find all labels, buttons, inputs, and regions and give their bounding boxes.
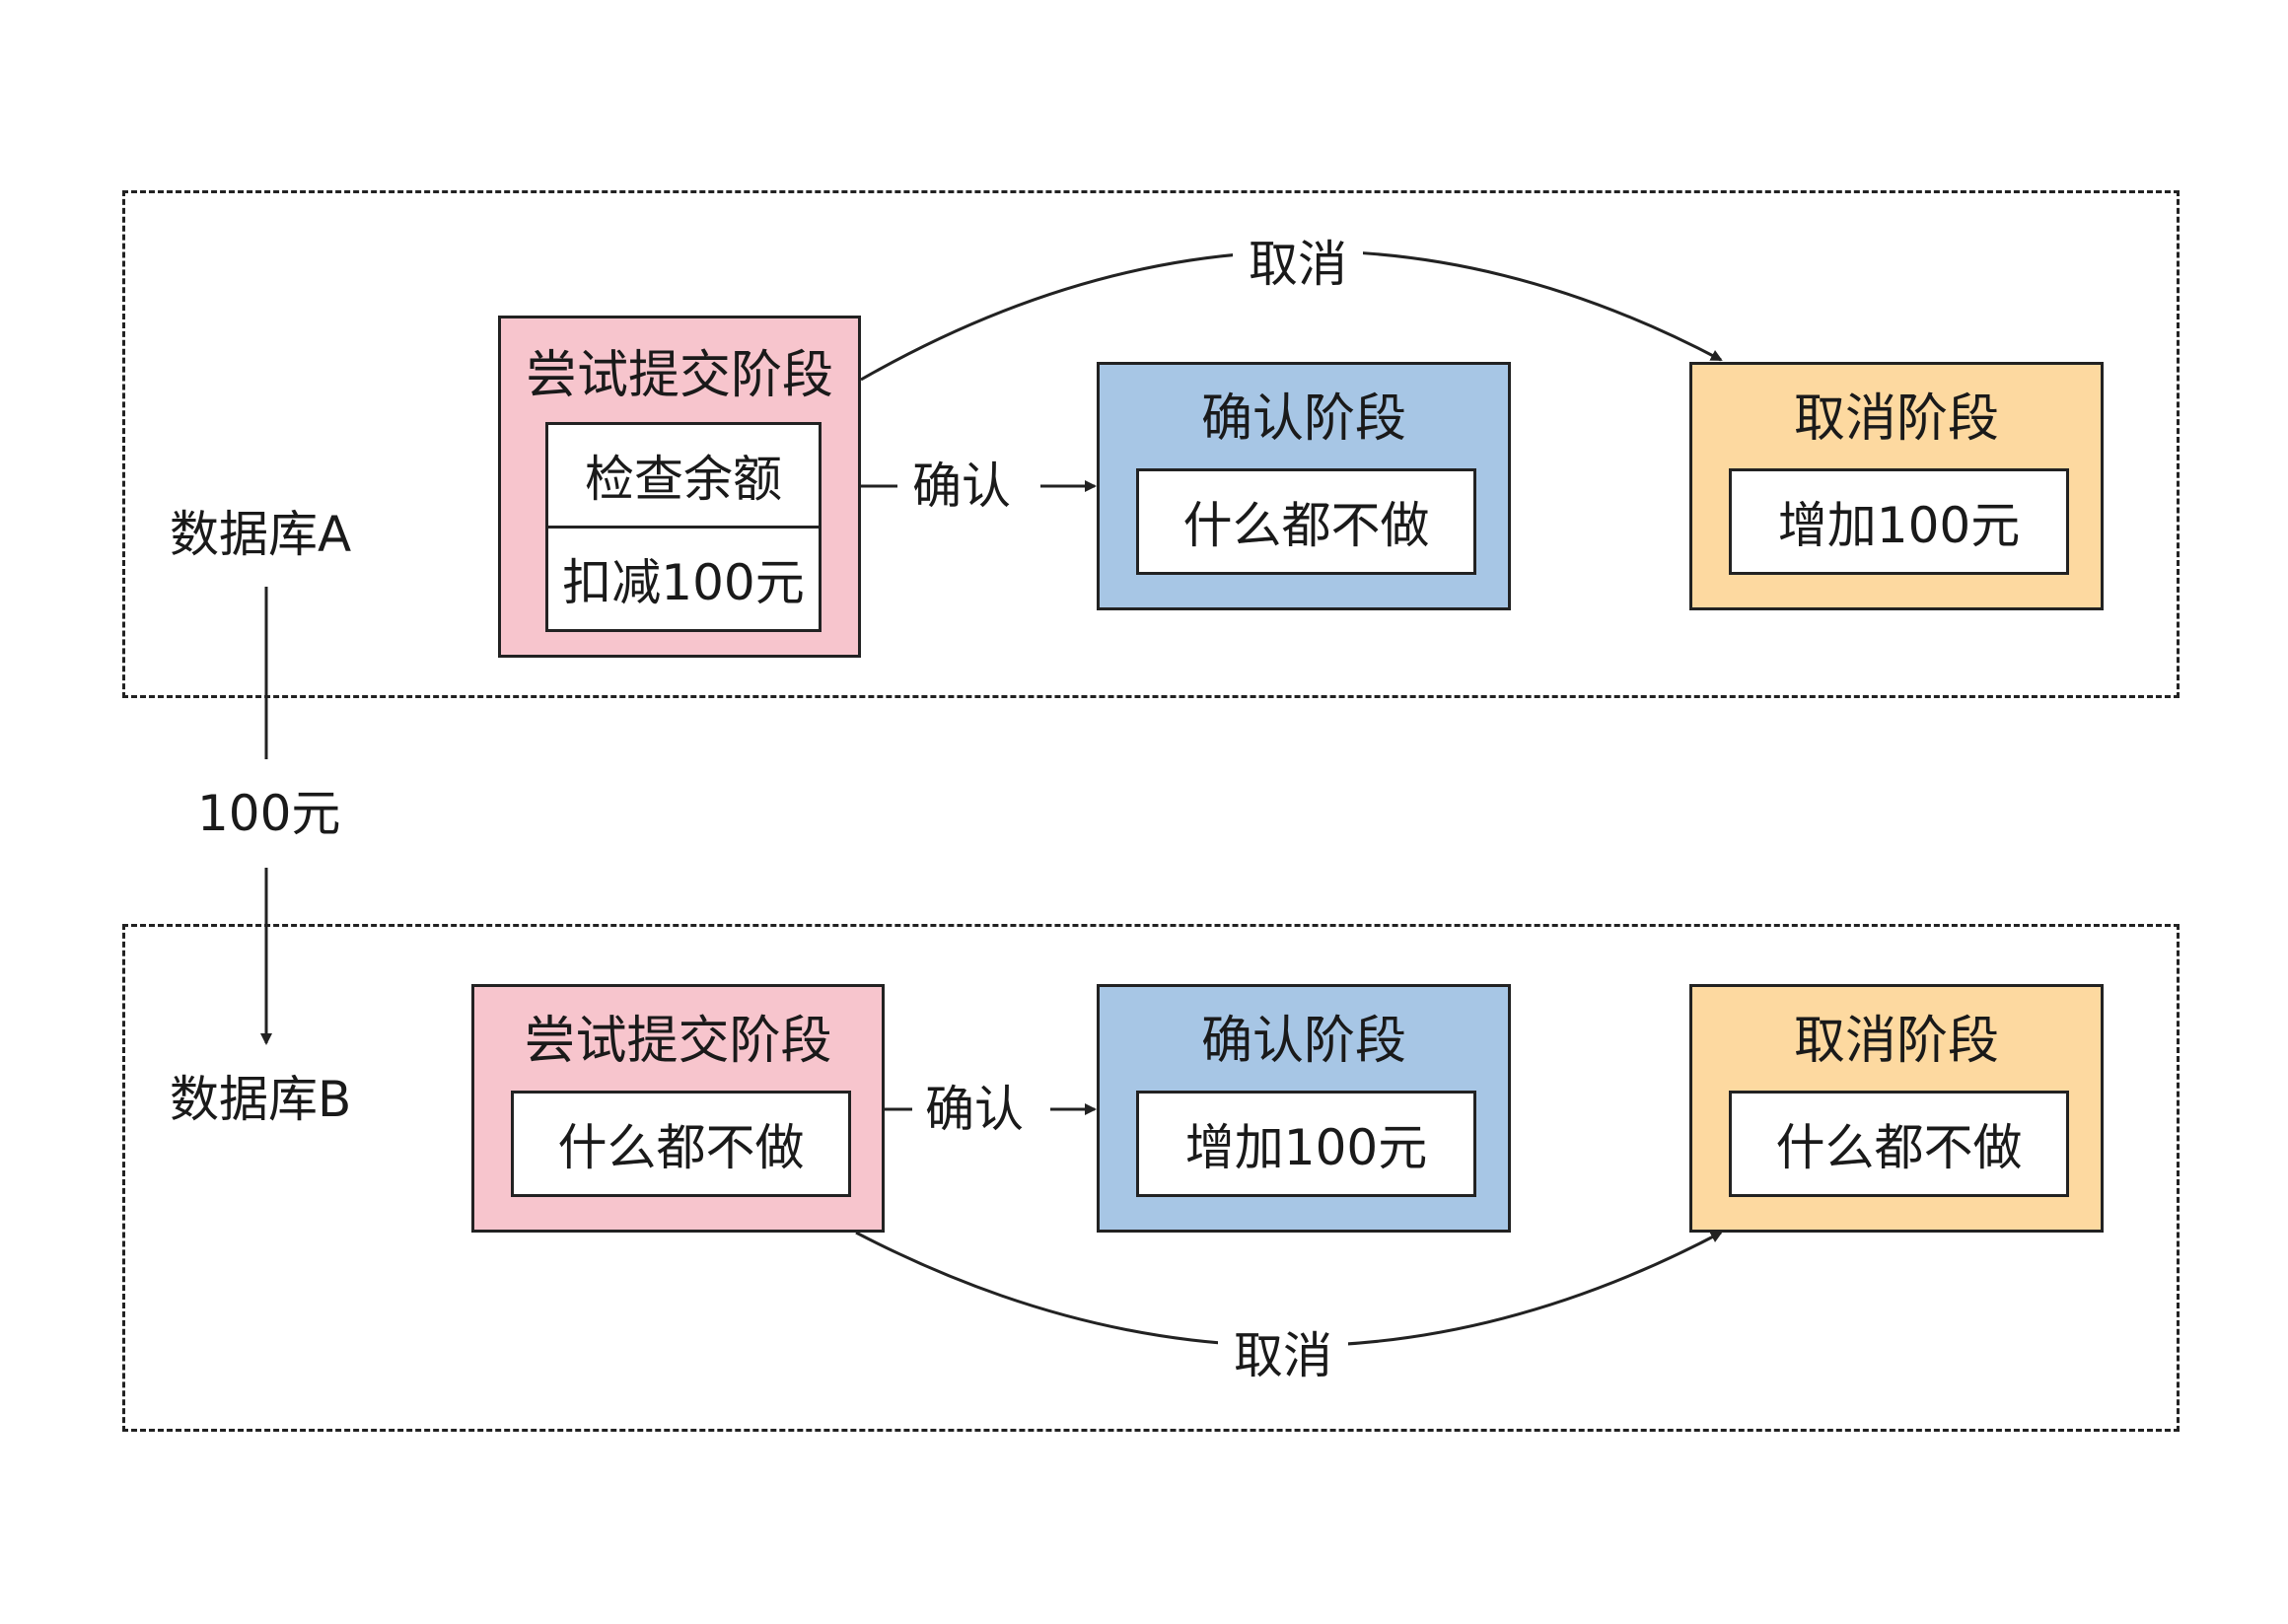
db-b-cancel-edge-label: 取消 bbox=[1218, 1326, 1348, 1385]
db-b-try-stage: 尝试提交阶段 什么都不做 bbox=[471, 984, 885, 1233]
db-a-cancel-title: 取消阶段 bbox=[1793, 389, 1999, 449]
database-b-label: 数据库B bbox=[170, 1071, 352, 1128]
db-b-confirm-stage: 确认阶段 增加100元 bbox=[1097, 984, 1511, 1233]
db-a-cancel-stage: 取消阶段 增加100元 bbox=[1689, 362, 2104, 610]
db-b-cancel-stage: 取消阶段 什么都不做 bbox=[1689, 984, 2104, 1233]
db-a-try-action-check: 检查余额 bbox=[545, 422, 822, 529]
db-b-cancel-title: 取消阶段 bbox=[1793, 1012, 1999, 1071]
db-a-confirm-stage: 确认阶段 什么都不做 bbox=[1097, 362, 1511, 610]
transfer-label: 100元 bbox=[197, 784, 341, 843]
database-a-group bbox=[122, 190, 2180, 698]
db-a-cancel-action: 增加100元 bbox=[1729, 468, 2069, 575]
database-b-group bbox=[122, 924, 2180, 1432]
db-b-try-action: 什么都不做 bbox=[511, 1091, 851, 1197]
db-b-try-title: 尝试提交阶段 bbox=[524, 1012, 832, 1071]
db-a-try-title: 尝试提交阶段 bbox=[525, 346, 833, 405]
db-b-confirm-edge-label: 确认 bbox=[925, 1080, 1024, 1139]
database-a-label: 数据库A bbox=[170, 506, 352, 563]
db-a-confirm-action: 什么都不做 bbox=[1136, 468, 1476, 575]
db-b-confirm-title: 确认阶段 bbox=[1200, 1012, 1406, 1071]
db-a-confirm-edge-label: 确认 bbox=[912, 457, 1011, 516]
db-a-try-action-deduct: 扣减100元 bbox=[545, 526, 822, 632]
db-b-confirm-action: 增加100元 bbox=[1136, 1091, 1476, 1197]
db-a-try-stage: 尝试提交阶段 检查余额 扣减100元 bbox=[498, 316, 861, 658]
db-a-confirm-title: 确认阶段 bbox=[1200, 389, 1406, 449]
db-a-cancel-edge-label: 取消 bbox=[1233, 235, 1363, 294]
db-b-cancel-action: 什么都不做 bbox=[1729, 1091, 2069, 1197]
